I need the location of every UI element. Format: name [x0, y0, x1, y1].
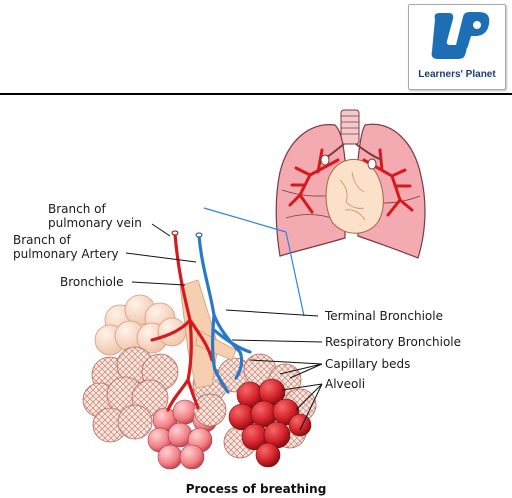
bronchiole-lobules — [94, 294, 187, 356]
leader-pulmonary-artery — [125, 252, 197, 263]
label-terminal-bronchiole: Terminal Bronchiole — [325, 309, 443, 323]
leader-lines — [125, 223, 323, 431]
pulmonary-vein-branch — [150, 230, 214, 412]
terminal-bronchiole-callout-line — [285, 231, 305, 317]
pulmonary-artery-branch — [195, 232, 252, 394]
trachea — [340, 109, 360, 145]
pulmonary-vessels-left — [288, 148, 340, 214]
lungs-illustration — [275, 109, 426, 259]
leader-terminal-bronchiole — [225, 309, 319, 317]
label-alveoli: Alveoli — [325, 377, 366, 391]
alveoli-sacs — [228, 378, 312, 468]
learners-planet-logo: Learners' Planet — [408, 4, 506, 90]
label-pulmonary-artery-line2: pulmonary Artery — [13, 247, 119, 261]
alveoli-cluster — [82, 294, 317, 470]
leader-alveoli — [281, 383, 323, 431]
label-respiratory-bronchiole: Respiratory Bronchiole — [325, 335, 462, 349]
label-bronchiole: Bronchiole — [60, 275, 124, 289]
heart — [325, 158, 384, 234]
pulmonary-vessels-right — [362, 148, 414, 217]
label-pulmonary-vein-line1: Branch of — [48, 202, 106, 216]
label-pulmonary-vein-line2: pulmonary vein — [48, 216, 142, 230]
leader-bronchiole — [131, 281, 186, 286]
lung-callout-line — [203, 207, 287, 233]
leader-pulmonary-vein — [151, 223, 171, 237]
logo-brand-text: Learners' Planet — [418, 69, 496, 80]
figure-caption: Process of breathing — [185, 482, 327, 496]
capillary-bed-left — [82, 346, 179, 443]
lp-logo-mark-icon — [431, 12, 490, 59]
label-capillary-beds: Capillary beds — [325, 357, 411, 371]
header-divider — [0, 93, 512, 95]
leader-capillary-beds — [249, 359, 323, 379]
label-pulmonary-artery-line1: Branch of — [13, 233, 71, 247]
leader-respiratory-bronchiole — [231, 339, 323, 343]
